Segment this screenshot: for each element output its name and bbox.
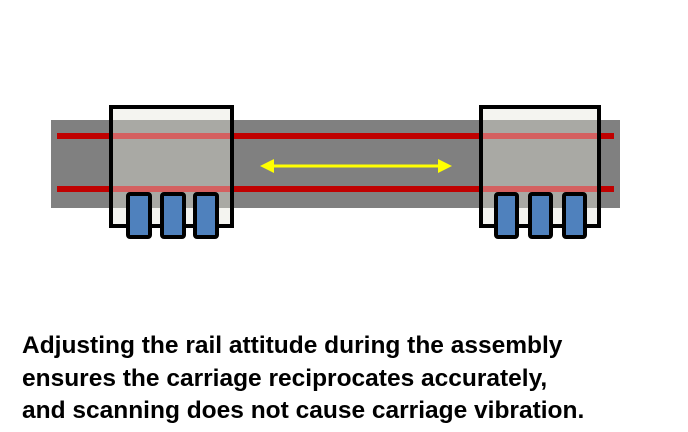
rail-line-bottom <box>57 186 614 192</box>
roller <box>562 192 587 239</box>
caption-line: and scanning does not cause carriage vib… <box>22 397 585 424</box>
rail-line-top <box>57 133 614 139</box>
double-arrow-icon <box>260 159 452 173</box>
roller <box>126 192 152 239</box>
roller <box>494 192 519 239</box>
caption-line: Adjusting the rail attitude during the a… <box>22 332 563 359</box>
carriage-left <box>109 105 234 239</box>
roller <box>193 192 219 239</box>
carriage-right <box>479 105 601 239</box>
roller <box>160 192 186 239</box>
caption: Adjusting the rail attitude during the a… <box>22 330 584 428</box>
caption-line: ensures the carriage reciprocates accura… <box>22 364 548 392</box>
roller <box>528 192 553 239</box>
